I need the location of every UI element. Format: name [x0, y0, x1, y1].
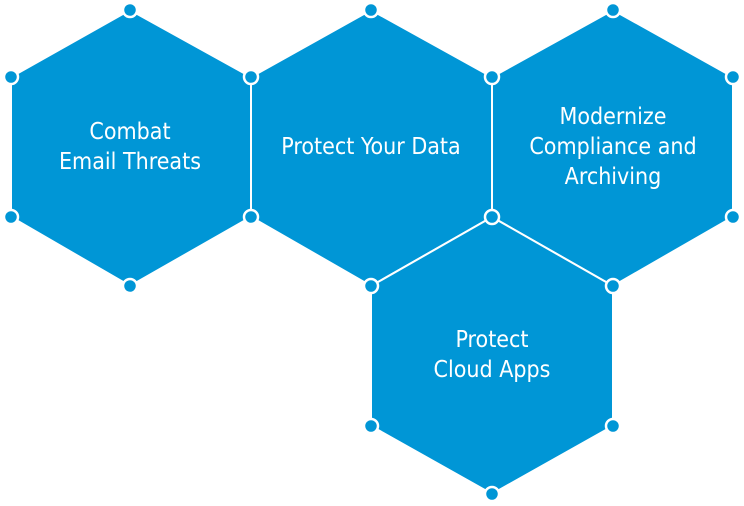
connector-node — [242, 68, 260, 86]
connector-node — [362, 277, 380, 295]
connector-node — [483, 68, 501, 86]
connector-node — [362, 1, 380, 19]
label-modernize-compliance: Modernize Compliance and Archiving — [529, 104, 697, 190]
connector-node — [483, 485, 501, 503]
connector-node — [604, 1, 622, 19]
connector-node — [121, 277, 139, 295]
connector-node — [2, 208, 20, 226]
label-combat-email-threats: Combat Email Threats — [58, 119, 202, 175]
connector-node — [724, 68, 742, 86]
connector-node — [604, 417, 622, 435]
connector-node — [121, 1, 139, 19]
connector-node — [362, 417, 380, 435]
connector-node — [2, 68, 20, 86]
connector-node — [604, 277, 622, 295]
label-protect-cloud-apps: Protect Cloud Apps — [433, 327, 551, 383]
connector-node — [483, 208, 501, 226]
connector-node — [242, 208, 260, 226]
connector-node — [724, 208, 742, 226]
label-protect-your-data: Protect Your Data — [281, 134, 461, 160]
